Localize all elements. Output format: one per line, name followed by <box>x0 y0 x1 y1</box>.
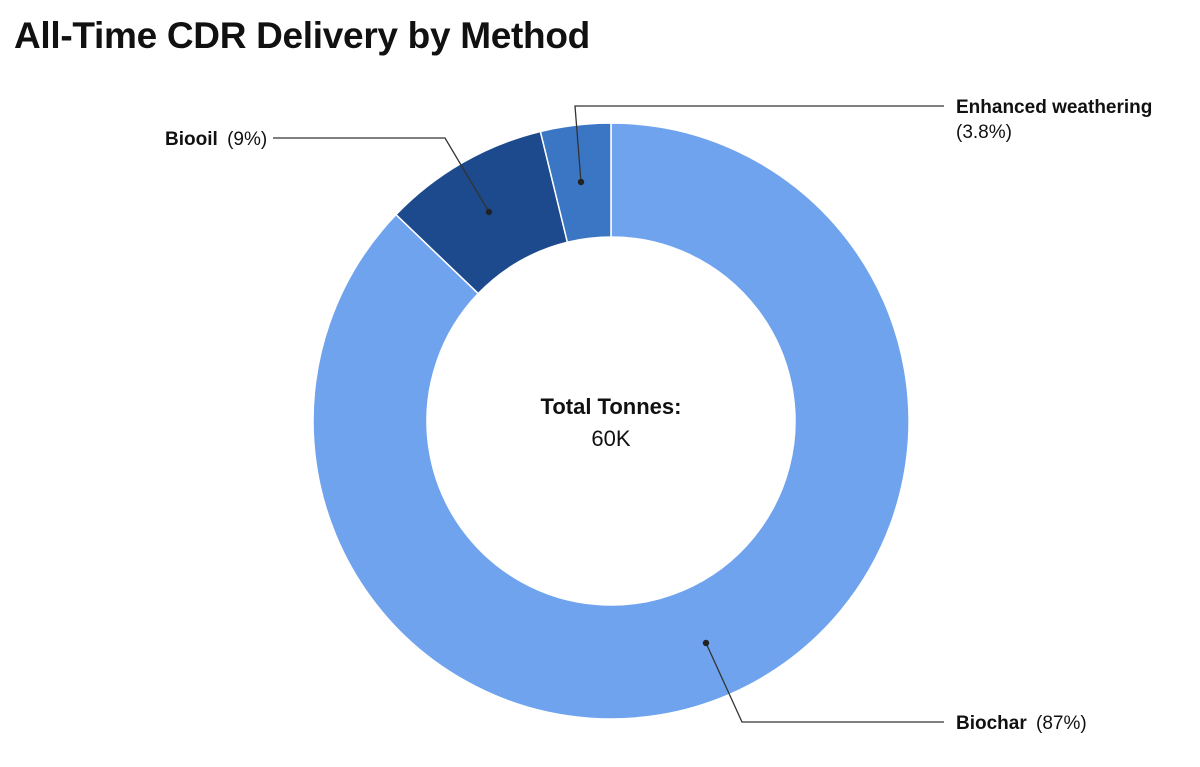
slice-label-enhanced-weathering-name: Enhanced weathering <box>956 97 1152 118</box>
slice-label-biochar-percent: (87%) <box>1036 713 1087 734</box>
leader-dot-biochar <box>702 639 710 647</box>
center-label-value: 60K <box>591 426 630 451</box>
slice-enhanced-weathering <box>539 122 612 244</box>
leader-dot-enhanced-weathering <box>577 178 585 186</box>
center-label-title: Total Tonnes: <box>541 394 682 419</box>
slice-label-biooil: Biooil (9%) <box>165 129 267 150</box>
slice-label-enhanced-weathering-percent: (3.8%) <box>956 122 1012 143</box>
leader-line-biooil <box>273 137 490 213</box>
chart-title: All-Time CDR Delivery by Method <box>14 15 590 56</box>
slice-label-biochar: Biochar (87%) <box>956 713 1087 734</box>
slice-label-enhanced-weathering: Enhanced weathering <box>956 97 1152 118</box>
slice-label-biooil-percent: (9%) <box>227 129 267 150</box>
slice-label-biooil-name: Biooil <box>165 129 218 150</box>
slice-biochar <box>312 122 910 720</box>
leader-line-biochar <box>705 642 944 723</box>
slice-label-biochar-name: Biochar <box>956 713 1027 734</box>
slices-layer <box>312 122 910 720</box>
leader-dot-biooil <box>485 208 493 216</box>
center-label: Total Tonnes: 60K <box>541 394 682 451</box>
leader-line-enhanced-weathering <box>574 105 944 183</box>
